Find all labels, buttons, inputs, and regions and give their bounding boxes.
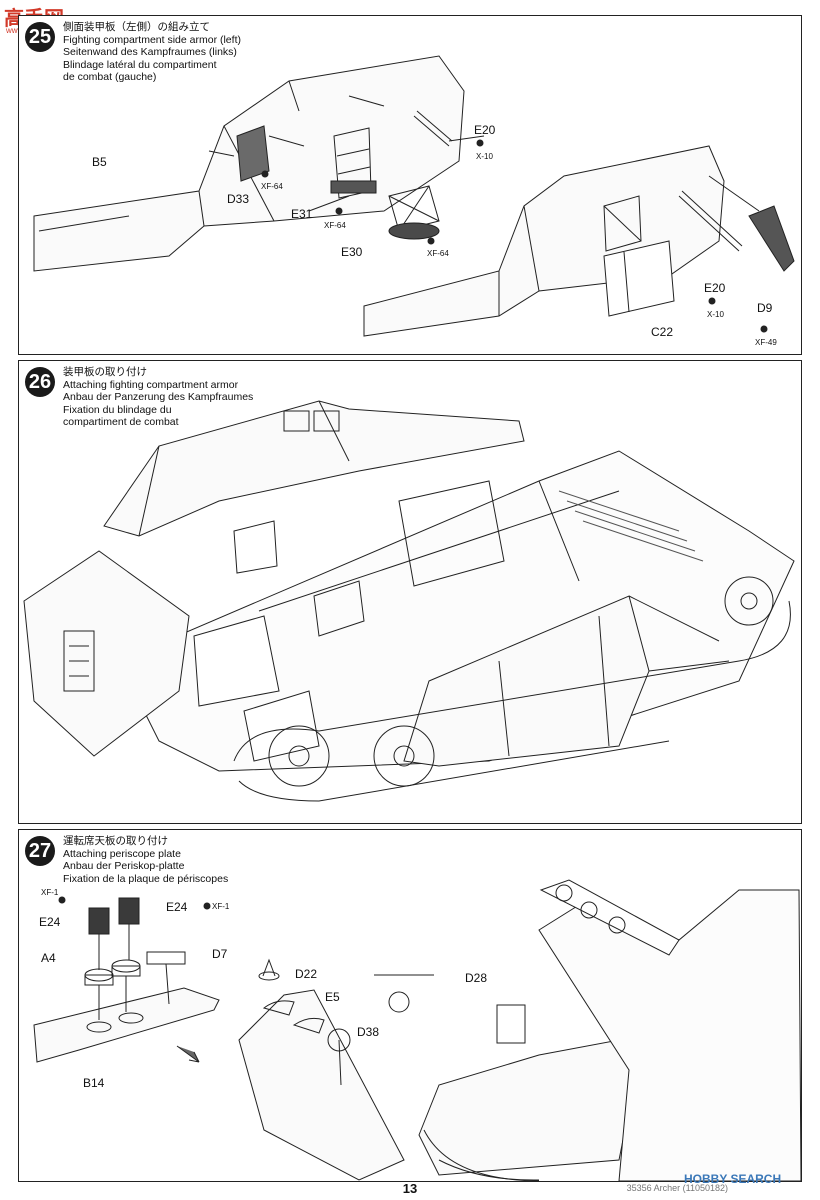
- step-number: 27: [25, 836, 55, 866]
- step-25-illustration: [33, 55, 795, 337]
- step-title-en: Fighting compartment side armor (left): [63, 33, 241, 46]
- part-label-d38: D38: [357, 1025, 380, 1039]
- kit-code: 35356 Archer (11050182): [626, 1183, 728, 1193]
- step-title-ja: 装甲板の取り付け: [63, 366, 147, 378]
- step-number: 26: [25, 367, 55, 397]
- part-label-d9: D9: [757, 301, 773, 315]
- part-label-d33: D33: [227, 192, 250, 206]
- step-title-de: Anbau der Panzerung des Kampfraumes: [63, 391, 254, 403]
- step-number: 25: [25, 22, 55, 52]
- part-label-c22: C22: [651, 325, 674, 339]
- paint-code: XF-64: [427, 249, 449, 258]
- part-label-b5: B5: [92, 155, 107, 169]
- step-title: 装甲板の取り付け Attaching fighting compartment …: [63, 366, 253, 429]
- hobby-search-watermark: HOBBY SEARCH: [684, 1172, 782, 1186]
- step-title-en: Attaching fighting compartment armor: [63, 378, 239, 391]
- part-label-b14: B14: [83, 1076, 105, 1090]
- paint-code: XF-64: [324, 221, 346, 230]
- part-label-d22: D22: [295, 967, 318, 981]
- step-title-de: Seitenwand des Kampfraumes (links): [63, 46, 237, 58]
- part-label-e24: E24: [166, 900, 188, 914]
- paint-code: X-10: [707, 310, 724, 319]
- paint-code: XF-1: [41, 888, 59, 897]
- step-25-panel: 25 側面装甲板（左側）の組み立て Fighting compartment s…: [18, 15, 802, 355]
- part-label-a4: A4: [41, 951, 56, 965]
- step-title-fr: Fixation de la plaque de périscopes: [63, 872, 229, 885]
- part-label-e31: E31: [291, 207, 313, 221]
- part-label-e24: E24: [39, 915, 61, 929]
- paint-code: XF-49: [755, 338, 777, 347]
- step-title-fr: Fixation du blindage du: [63, 403, 172, 416]
- step-title-fr-2: compartiment de combat: [63, 416, 179, 428]
- paint-code: XF-1: [212, 902, 230, 911]
- part-label-d7: D7: [212, 947, 228, 961]
- paint-code: X-10: [476, 152, 493, 161]
- part-label-d28: D28: [465, 971, 488, 985]
- step-title: 側面装甲板（左側）の組み立て Fighting compartment side…: [63, 21, 241, 84]
- step-title-ja: 運転席天板の取り付け: [63, 835, 168, 847]
- step-27-panel: 27 運転席天板の取り付け Attaching periscope plate …: [18, 829, 802, 1182]
- step-title-ja: 側面装甲板（左側）の組み立て: [63, 21, 210, 33]
- page-number: 13: [402, 1181, 418, 1196]
- step-27-illustration: [33, 879, 801, 1181]
- part-label-e20: E20: [704, 281, 726, 295]
- step-26-panel: 26 装甲板の取り付け Attaching fighting compartme…: [18, 360, 802, 824]
- step-26-illustration: [23, 400, 795, 802]
- part-label-e20: E20: [474, 123, 496, 137]
- part-label-e5: E5: [325, 990, 340, 1004]
- part-label-e30: E30: [341, 245, 363, 259]
- step-title-en: Attaching periscope plate: [63, 847, 181, 860]
- step-title: 運転席天板の取り付け Attaching periscope plate Anb…: [63, 835, 228, 885]
- paint-code: XF-64: [261, 182, 283, 191]
- step-title-fr: Blindage latéral du compartiment: [63, 58, 217, 71]
- step-title-de: Anbau der Periskop-platte: [63, 860, 185, 872]
- step-title-fr-2: de combat (gauche): [63, 71, 157, 83]
